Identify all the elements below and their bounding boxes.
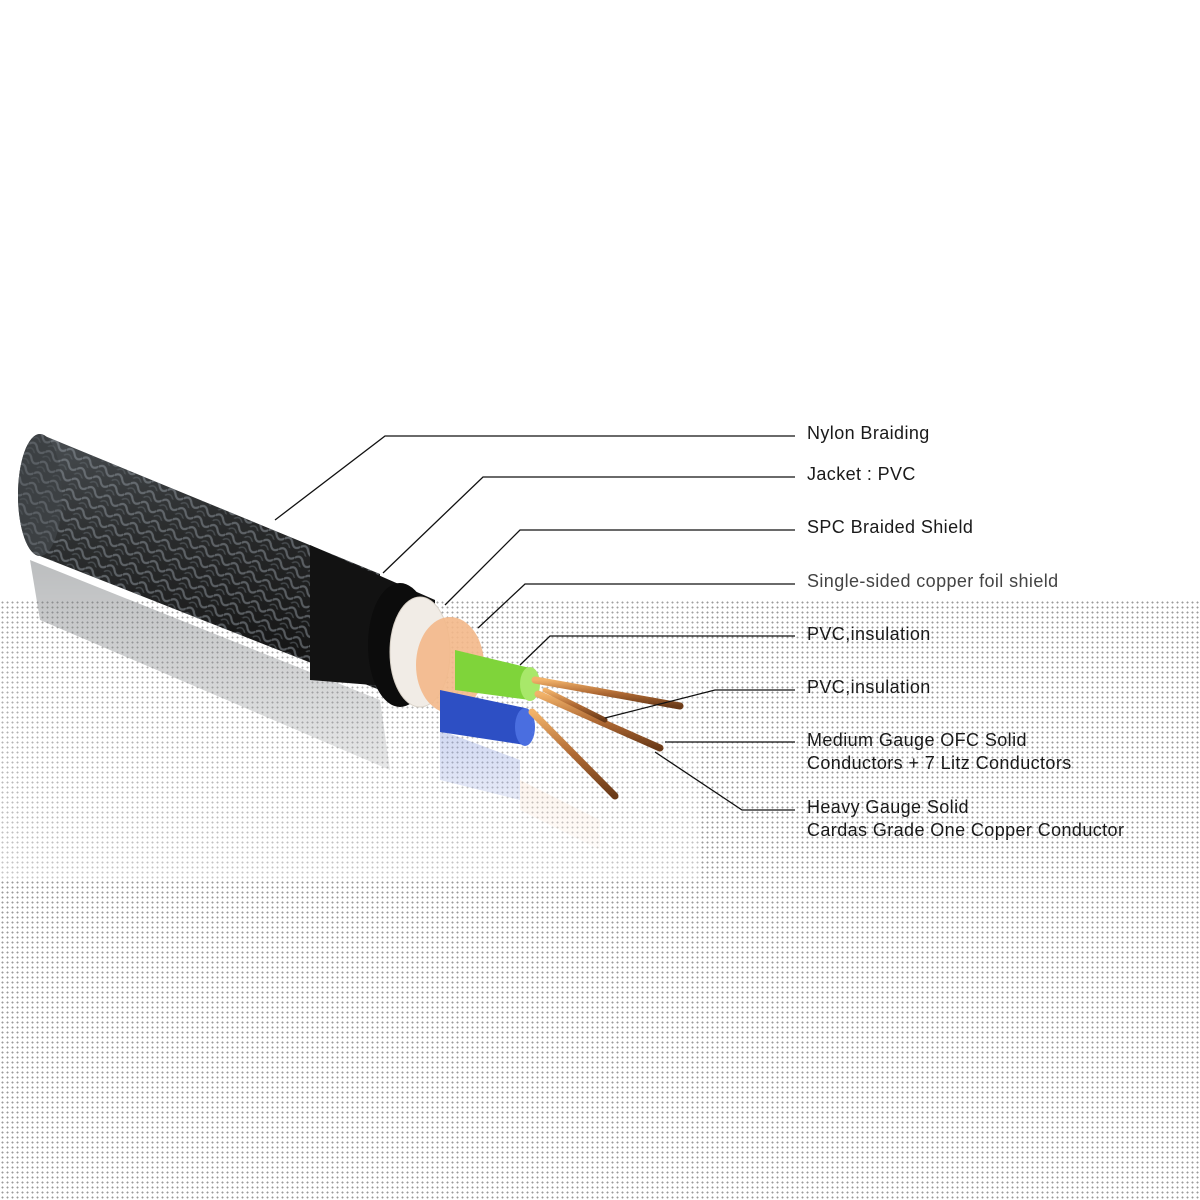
leader-line-pvc-insulation-1	[519, 635, 795, 666]
cable-reflection	[0, 560, 700, 880]
label-heavy-gauge-line1: Heavy Gauge Solid	[807, 797, 969, 817]
label-copper-foil-shield: Single-sided copper foil shield	[807, 571, 1059, 591]
blue-insulated-conductor	[440, 690, 535, 746]
label-medium-gauge-line1: Medium Gauge OFC Solid	[807, 730, 1027, 750]
copper-conductors	[528, 676, 684, 800]
label-pvc-insulation-1: PVC,insulation	[807, 624, 931, 644]
label-heavy-gauge-line2: Cardas Grade One Copper Conductor	[807, 820, 1125, 840]
leader-line-pvc-insulation-2	[604, 689, 795, 719]
leader-lines	[274, 435, 795, 811]
label-jacket-pvc: Jacket : PVC	[807, 464, 916, 484]
leader-line-jacket	[382, 476, 795, 574]
label-pvc-insulation-2: PVC,insulation	[807, 677, 931, 697]
nylon-braiding-layer	[18, 434, 380, 690]
leader-line-heavy-gauge	[654, 751, 795, 811]
leader-line-foil-shield	[477, 583, 795, 629]
label-nylon-braiding: Nylon Braiding	[807, 423, 930, 443]
leader-line-spc-shield	[444, 529, 795, 606]
label-medium-gauge-line2: Conductors + 7 Litz Conductors	[807, 753, 1072, 773]
leader-line-nylon-braiding	[274, 435, 795, 521]
label-medium-gauge-conductors: Medium Gauge OFC Solid Conductors + 7 Li…	[807, 729, 1072, 775]
label-heavy-gauge-conductor: Heavy Gauge Solid Cardas Grade One Coppe…	[807, 796, 1124, 842]
label-spc-braided-shield: SPC Braided Shield	[807, 517, 974, 537]
